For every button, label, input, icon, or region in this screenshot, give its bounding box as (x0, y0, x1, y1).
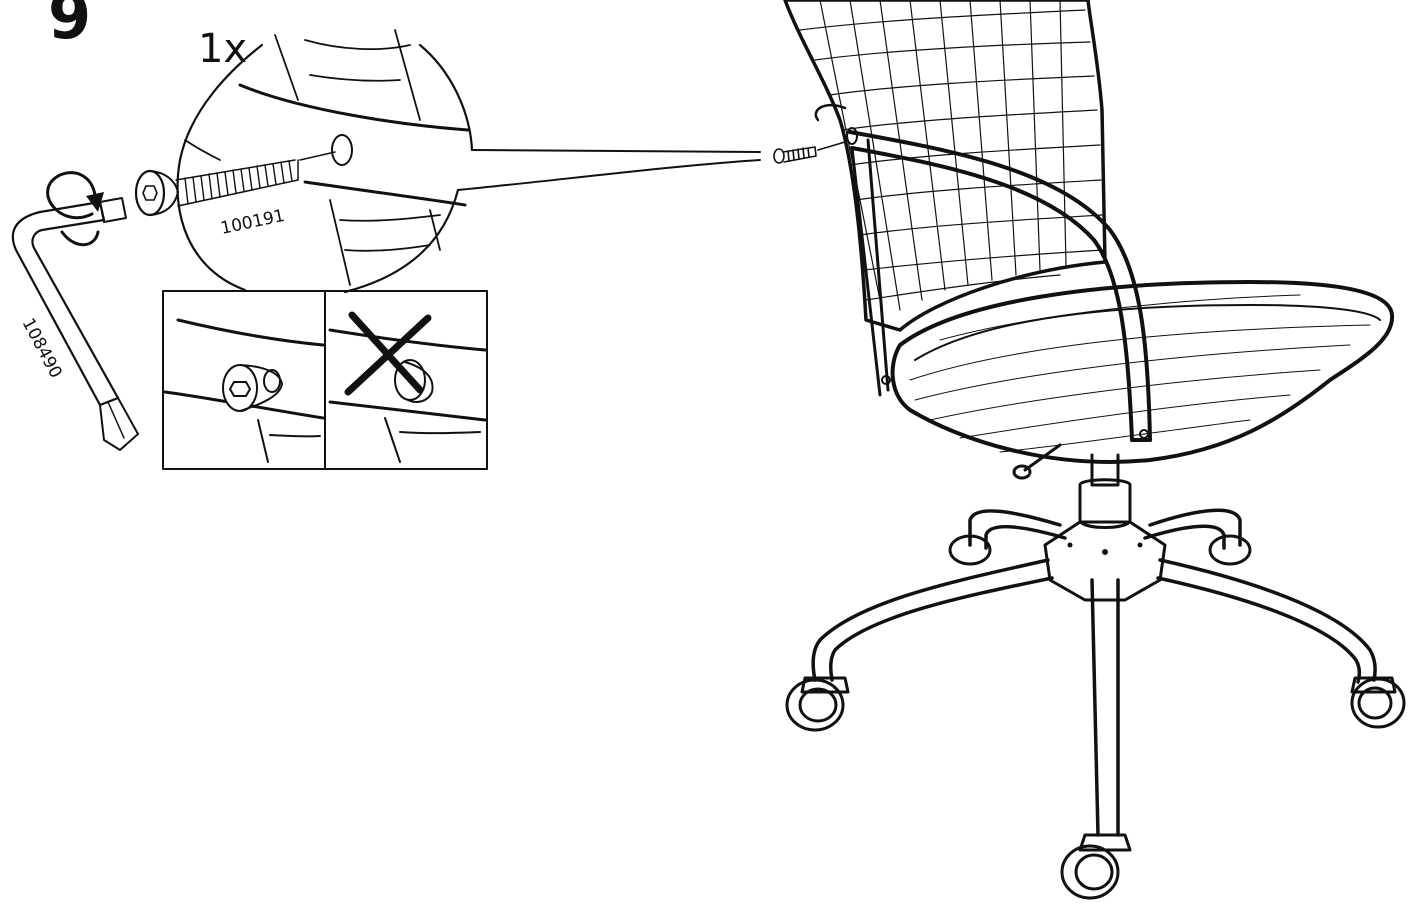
weave-detail (184, 29, 441, 286)
base-legs (811, 508, 1377, 837)
screw-part-number: 100191 (219, 206, 287, 239)
casters (785, 534, 1406, 900)
rotation-arrowhead (86, 192, 104, 212)
hex-key-108490 (11, 171, 139, 451)
hex-key-part-number: 108490 (18, 315, 66, 382)
magnifier-outline-left (176, 43, 474, 292)
frame-tube-top (238, 83, 470, 132)
caster-left (785, 676, 850, 732)
caster-front (1060, 833, 1132, 900)
detail-magnifier (176, 29, 761, 294)
tube-end-ring (814, 103, 847, 122)
frame-tube-inner (850, 146, 1134, 442)
inset-correct-incorrect (162, 290, 488, 470)
caster-back-right (1208, 534, 1252, 566)
base-hub (1043, 520, 1167, 602)
office-chair (773, 0, 1406, 900)
callout-wedge (457, 149, 761, 191)
caster-back-left (948, 534, 992, 566)
chair-screw (773, 141, 846, 164)
seat-weave (909, 294, 1371, 453)
rotation-arrow (46, 171, 97, 220)
screw-hole (331, 134, 353, 166)
cross-mark-b (344, 314, 432, 396)
screw-thread (184, 160, 293, 205)
backrest-weave (799, 0, 1104, 311)
height-lever (1023, 443, 1062, 472)
inset-incorrect (328, 311, 487, 463)
magnifier-outline-right (343, 188, 460, 294)
seat (890, 280, 1395, 464)
step-number: 9 (48, 0, 91, 53)
frame-tube-outer (848, 130, 1152, 442)
caster-right (1350, 676, 1406, 729)
alignment-line (299, 151, 336, 161)
screw-100191 (134, 159, 299, 217)
frame-tube-bottom (303, 180, 467, 207)
inset-correct (163, 318, 325, 463)
gas-lift (1078, 478, 1132, 529)
backrest (783, 0, 1107, 332)
gas-lift-top (1090, 453, 1120, 487)
